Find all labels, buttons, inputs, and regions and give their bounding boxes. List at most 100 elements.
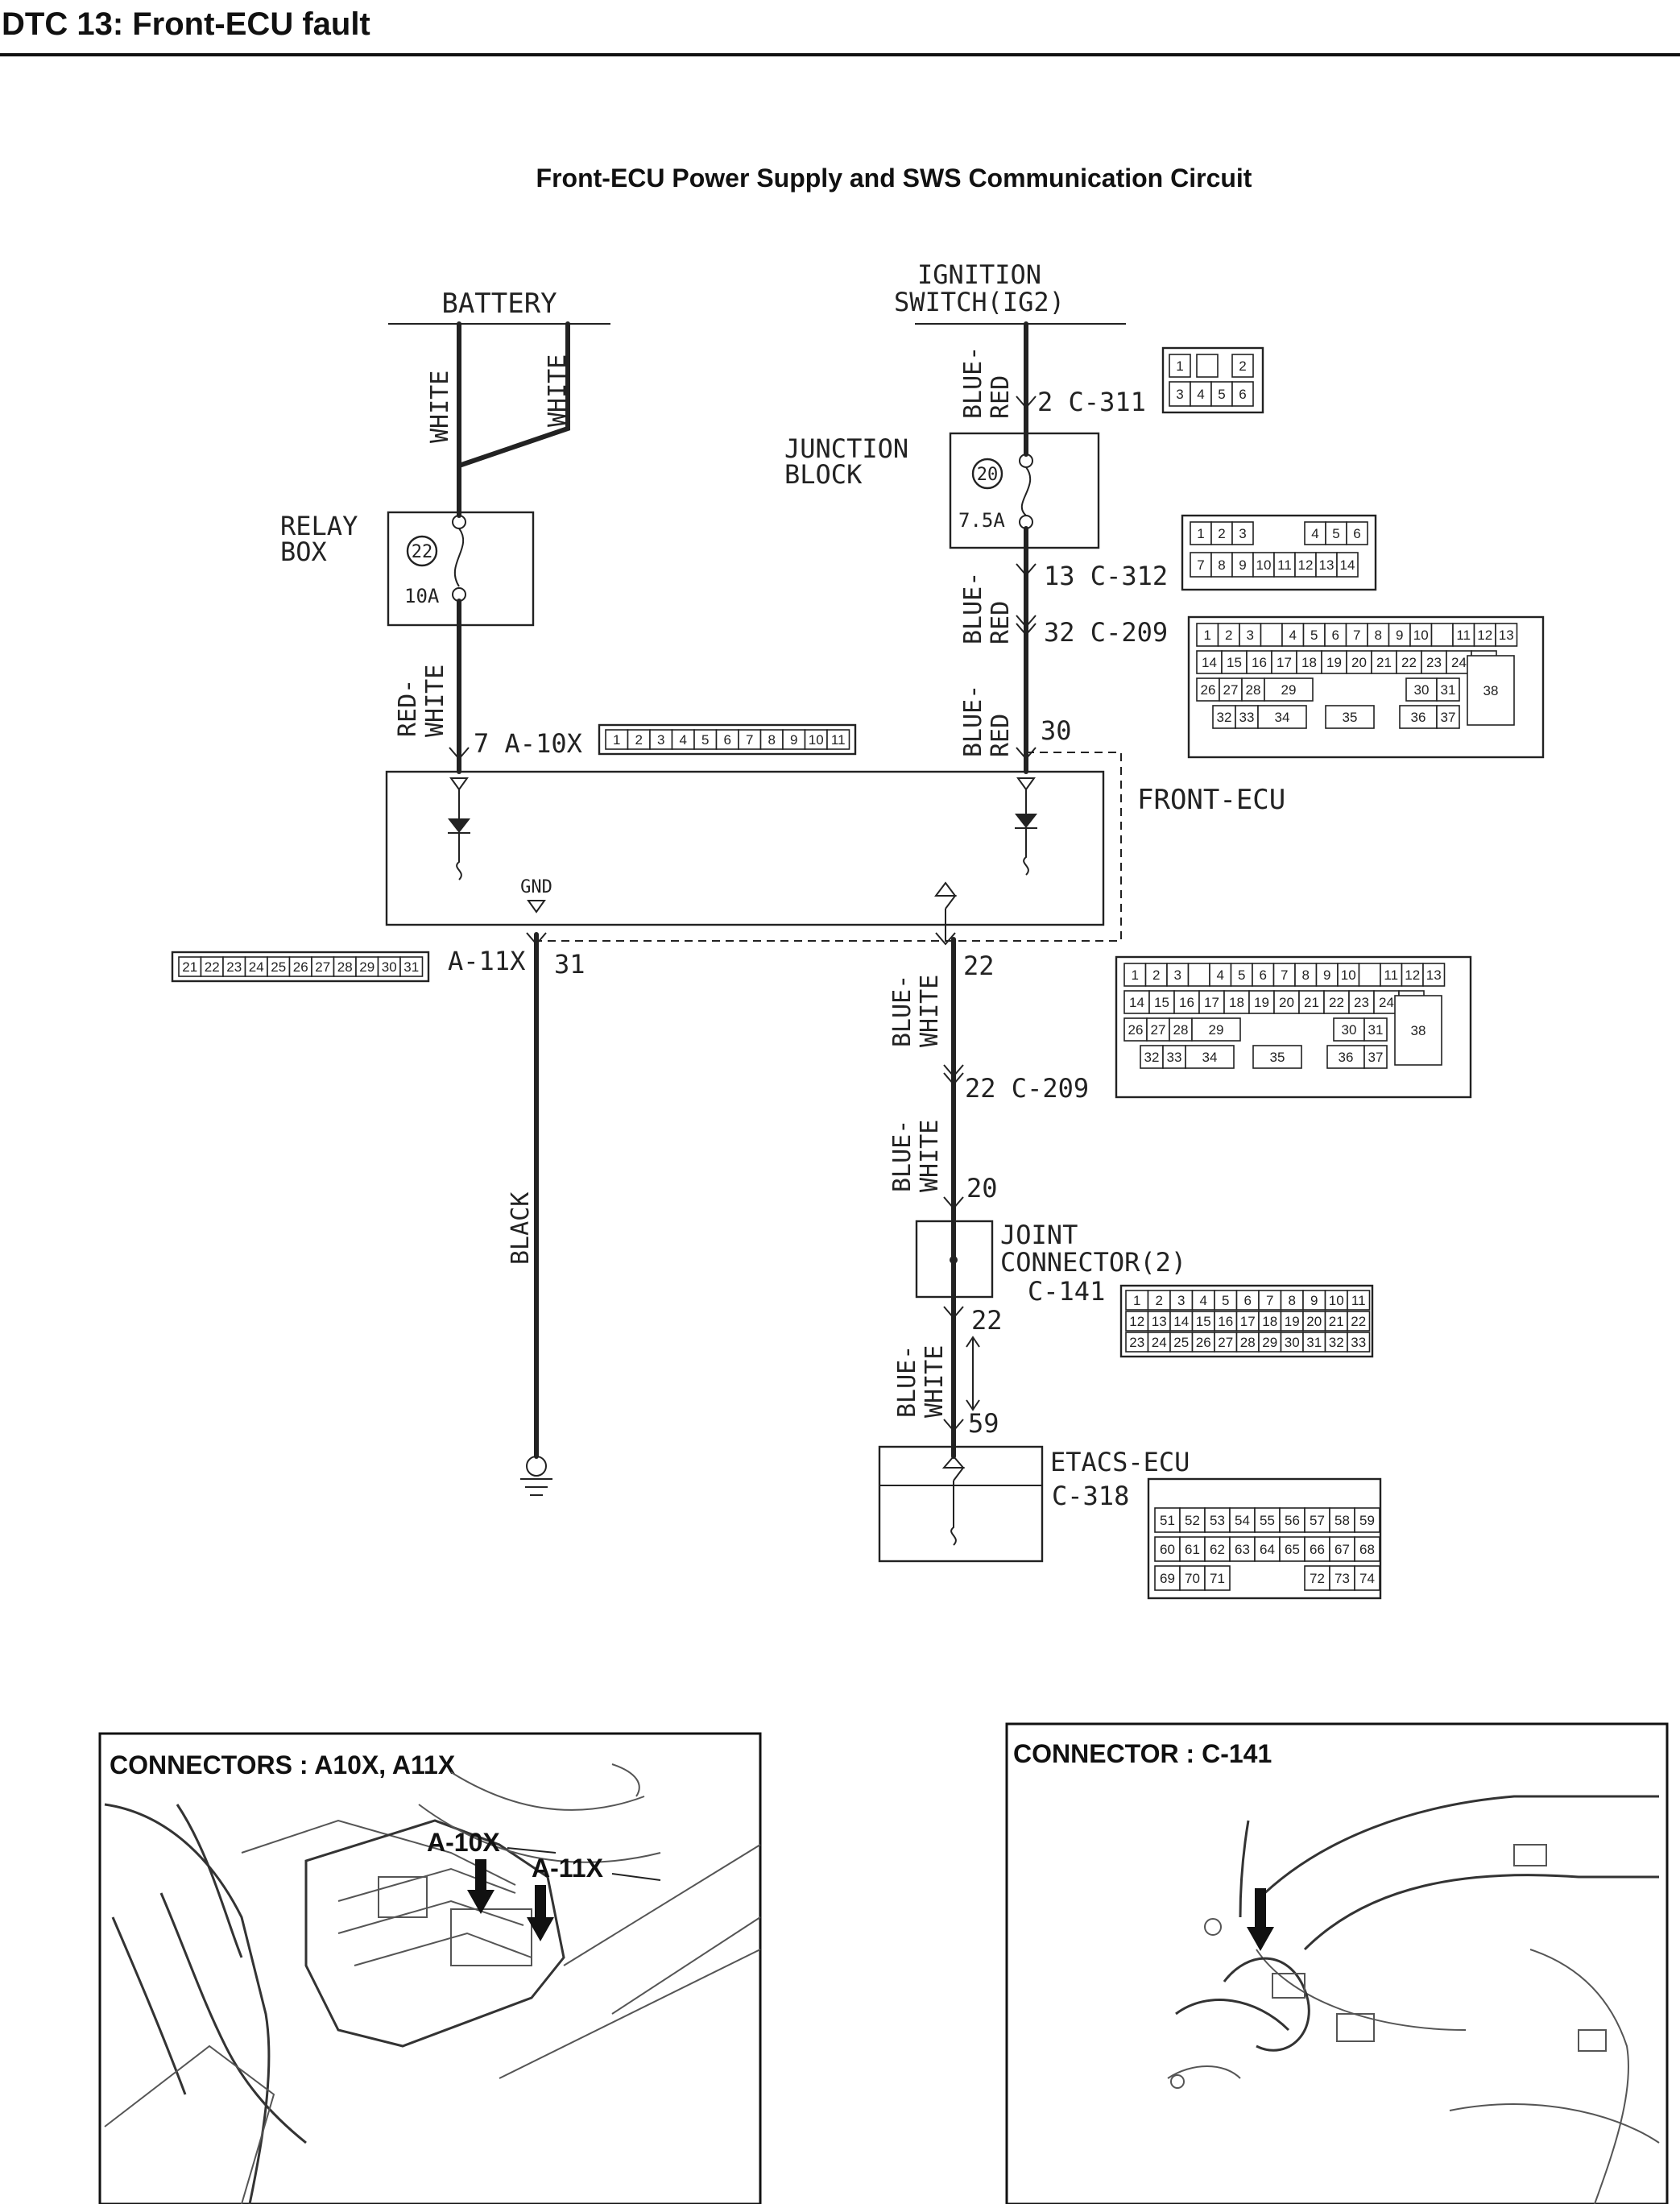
connector-pin-label: 37 bbox=[1441, 710, 1456, 725]
connector-pin-label: 21 bbox=[1376, 655, 1392, 670]
connector-pin-label: 25 bbox=[1173, 1335, 1189, 1350]
connector-pin-label: 27 bbox=[1151, 1022, 1166, 1038]
connector-pin bbox=[1409, 623, 1433, 647]
connector-pin-label: 23 bbox=[1354, 995, 1369, 1010]
page-title: DTC 13: Front-ECU fault bbox=[2, 6, 370, 42]
connector-pin-label: 23 bbox=[1426, 655, 1442, 670]
ground-symbol bbox=[520, 1456, 552, 1496]
connector-pin bbox=[1367, 623, 1390, 647]
ignition-label-1: IGNITION bbox=[917, 259, 1041, 290]
connector-pin-label: 28 bbox=[1173, 1022, 1189, 1038]
wire-label-blue-red-3: BLUE- bbox=[959, 572, 987, 644]
connector-pin-label: 20 bbox=[1306, 1314, 1322, 1329]
connector-pin-label: 31 bbox=[1368, 1022, 1384, 1038]
connector-pin-label: 4 bbox=[1200, 1293, 1207, 1308]
connector-pin-label: 2 bbox=[1239, 358, 1246, 374]
connector-pin bbox=[1354, 1536, 1380, 1562]
connector-pin bbox=[377, 956, 401, 977]
fuse-10a-label: 10A bbox=[404, 585, 440, 607]
connector-pin-label: 51 bbox=[1160, 1513, 1175, 1528]
connector-pin bbox=[1204, 1536, 1231, 1562]
connector-pin-label: 11 bbox=[831, 732, 846, 748]
connector-pin bbox=[1235, 1290, 1260, 1311]
connector-pin bbox=[1196, 650, 1223, 674]
connector-pin-label: 2 bbox=[1152, 967, 1160, 983]
connector-pin-label: 16 bbox=[1179, 995, 1194, 1010]
pin-c312-label: 13 C-312 bbox=[1044, 561, 1168, 591]
connector-pin bbox=[1212, 705, 1236, 729]
connector-pin bbox=[1347, 1290, 1371, 1311]
connector-pin-label: 38 bbox=[1411, 1023, 1426, 1038]
etacs-ecu-label-1: ETACS-ECU bbox=[1050, 1447, 1190, 1477]
engine-bay-illustration bbox=[104, 1763, 761, 2204]
connector-pin-label: 24 bbox=[1152, 1335, 1167, 1350]
fuse-22-number: 22 bbox=[412, 542, 433, 562]
connector-pin bbox=[1347, 1332, 1371, 1353]
connector-pin bbox=[267, 956, 291, 977]
connector-pin bbox=[1125, 1311, 1149, 1332]
junction-block-label-1: JUNCTION bbox=[784, 433, 908, 464]
connector-pin bbox=[1304, 1507, 1330, 1533]
connector-pin-label: 8 bbox=[1289, 1293, 1296, 1308]
arrow-c141-icon bbox=[1247, 1888, 1274, 1951]
connector-pin bbox=[671, 729, 695, 750]
connector-pin-label: 57 bbox=[1310, 1513, 1325, 1528]
wire-label-red-white-1: RED- bbox=[394, 679, 422, 737]
callout-a11x: A-11X bbox=[532, 1854, 604, 1883]
connector-pin bbox=[1239, 623, 1262, 647]
connector-pin bbox=[1254, 1507, 1281, 1533]
connector-pin-label: 21 bbox=[182, 959, 197, 975]
connector-pin bbox=[1326, 1045, 1365, 1069]
connector-pin-label: 6 bbox=[724, 732, 731, 748]
connector-pin bbox=[1348, 990, 1375, 1014]
connector-pin-label: 33 bbox=[1239, 710, 1255, 725]
connector-pin-label: 9 bbox=[1239, 557, 1246, 573]
connector-pin-label: 1 bbox=[1133, 1293, 1140, 1308]
connector-pin-label: 36 bbox=[1411, 710, 1426, 725]
connector-pin bbox=[1248, 990, 1275, 1014]
connector-pin-label: 33 bbox=[1351, 1335, 1366, 1350]
connector-pin-label: 6 bbox=[1239, 387, 1246, 402]
connector-pin-label: 5 bbox=[701, 732, 709, 748]
front-ecu: FRONT-ECU GND bbox=[385, 751, 1285, 942]
connector-pin-label: 4 bbox=[1289, 628, 1297, 643]
panel-right-title: CONNECTOR : C-141 bbox=[1013, 1739, 1272, 1768]
connector-pin-label: 32 bbox=[1217, 710, 1232, 725]
connector-pin-label: 6 bbox=[1244, 1293, 1252, 1308]
wire-label-blue-red-5: BLUE- bbox=[959, 685, 987, 757]
connector-pin bbox=[693, 729, 718, 750]
connector-pin-label: 2 bbox=[1156, 1293, 1163, 1308]
connector-pin-label: 52 bbox=[1185, 1513, 1200, 1528]
wire-label-blue-white-3: BLUE- bbox=[888, 1120, 917, 1192]
connector-pin-label: 4 bbox=[1217, 967, 1224, 983]
connector-pin bbox=[1147, 1332, 1171, 1353]
connector-pin-label: 11 bbox=[1384, 967, 1398, 983]
connector-pin-label: 3 bbox=[1177, 1293, 1185, 1308]
ground-branch: A-11X 31 BLACK bbox=[448, 932, 586, 1496]
connector-housing bbox=[1119, 1284, 1374, 1358]
connector-pin bbox=[1241, 677, 1265, 702]
connector-pin bbox=[1399, 705, 1438, 729]
connector-pin-label: 10 bbox=[1341, 967, 1356, 983]
connector-pin-label: 4 bbox=[1197, 387, 1204, 402]
connector-pin bbox=[1273, 990, 1300, 1014]
connector-pin-label: 36 bbox=[1339, 1050, 1354, 1065]
connector-pin bbox=[1229, 1507, 1256, 1533]
connector-pin bbox=[1214, 1290, 1238, 1311]
connector-pin bbox=[1329, 1507, 1355, 1533]
connector-pin-label: 6 bbox=[1332, 628, 1339, 643]
connector-pin-label: 7 bbox=[1266, 1293, 1273, 1308]
connector-pin-label: 4 bbox=[1311, 526, 1318, 541]
pin-ecu-22-label: 22 bbox=[963, 951, 995, 981]
connector-pin bbox=[1185, 1045, 1235, 1069]
connector-pin-label: 55 bbox=[1260, 1513, 1275, 1528]
fuse-20-number: 20 bbox=[977, 465, 999, 485]
dashboard-harness-illustration bbox=[1167, 1795, 1660, 2204]
connector-pin bbox=[1235, 705, 1259, 729]
connector-pin bbox=[1321, 650, 1347, 674]
wire-label-blue-red-1: BLUE- bbox=[959, 346, 987, 419]
connector-pin-label: 29 bbox=[1281, 682, 1297, 698]
